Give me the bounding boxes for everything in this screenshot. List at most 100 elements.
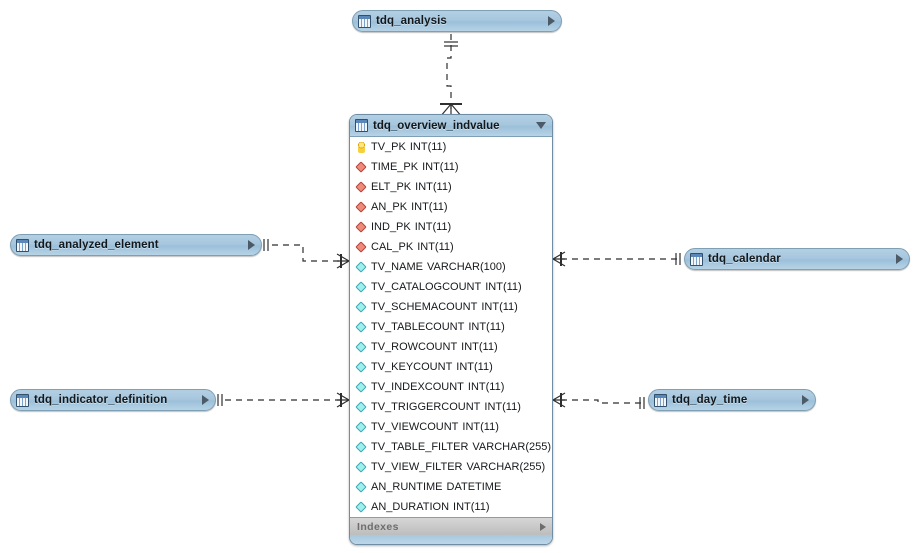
indexes-label: Indexes: [357, 520, 399, 533]
column-diamond-icon: [356, 282, 367, 293]
column-label: TV_VIEW_FILTER: [371, 461, 463, 473]
table-node-tdq-indicator-definition[interactable]: tdq_indicator_definition: [10, 389, 216, 411]
key-icon: [356, 141, 367, 153]
chevron-right-icon[interactable]: [248, 240, 255, 250]
foreign-key-diamond-icon: [356, 162, 367, 173]
column-type: INT(11): [462, 421, 499, 433]
chevron-right-icon[interactable]: [202, 395, 209, 405]
relation-overview-daytime: [552, 392, 645, 409]
table-title: tdq_analysis: [376, 15, 447, 27]
column-type: INT(11): [453, 501, 490, 513]
column-diamond-icon: [356, 322, 367, 333]
column-label: TV_SCHEMACOUNT: [371, 301, 478, 313]
chevron-right-icon[interactable]: [802, 395, 809, 405]
column-type: INT(11): [468, 321, 505, 333]
table-icon: [654, 393, 667, 407]
chevron-right-icon[interactable]: [896, 254, 903, 264]
column-type: INT(11): [411, 201, 448, 213]
column-type: VARCHAR(100): [426, 261, 506, 273]
column-label: TIME_PK: [371, 161, 419, 173]
chevron-right-icon[interactable]: [548, 16, 555, 26]
column-label: TV_INDEXCOUNT: [371, 381, 464, 393]
column-label: CAL_PK: [371, 241, 414, 253]
table-icon: [16, 393, 29, 407]
column-label: AN_PK: [371, 201, 408, 213]
column-label: TV_NAME: [371, 261, 423, 273]
column-type: INT(11): [481, 301, 518, 313]
table-node-tdq-calendar[interactable]: tdq_calendar: [684, 248, 910, 270]
table-header[interactable]: tdq_overview_indvalue: [350, 115, 552, 137]
column-type: INT(11): [409, 141, 447, 153]
column-label: TV_PK: [371, 141, 406, 153]
relation-indicator-definition-overview: [217, 392, 350, 408]
column-label: IND_PK: [371, 221, 411, 233]
column-type: VARCHAR(255): [466, 461, 546, 473]
foreign-key-diamond-icon: [356, 242, 367, 253]
relation-analysis-overview: [439, 34, 463, 118]
column-label: TV_CATALOGCOUNT: [371, 281, 482, 293]
column-label: ELT_PK: [371, 181, 412, 193]
column-diamond-icon: [356, 362, 367, 373]
table-node-tdq-analyzed-element[interactable]: tdq_analyzed_element: [10, 234, 262, 256]
column-type: INT(11): [417, 241, 454, 253]
column-label: TV_TABLECOUNT: [371, 321, 465, 333]
column-label: TV_VIEWCOUNT: [371, 421, 459, 433]
column-type: VARCHAR(255): [472, 441, 552, 453]
table-icon: [16, 238, 29, 252]
table-icon: [358, 14, 371, 28]
table-title: tdq_calendar: [708, 253, 781, 265]
table-node-tdq-analysis[interactable]: tdq_analysis: [352, 10, 562, 32]
column-type: INT(11): [456, 361, 493, 373]
table-title: tdq_overview_indvalue: [373, 119, 500, 132]
table-footer: [350, 535, 552, 544]
column-diamond-icon: [356, 442, 367, 453]
column-diamond-icon: [356, 302, 367, 313]
column-diamond-icon: [356, 502, 367, 513]
column-diamond-icon: [356, 262, 367, 273]
column-type: INT(11): [422, 161, 459, 173]
foreign-key-diamond-icon: [356, 202, 367, 213]
table-icon: [355, 119, 368, 132]
column-type: INT(11): [414, 221, 452, 233]
relation-analyzed-element-overview: [263, 239, 350, 269]
relation-overview-calendar: [552, 251, 681, 267]
column-diamond-icon: [356, 382, 367, 393]
column-diamond-icon: [356, 342, 367, 353]
table-title: tdq_analyzed_element: [34, 239, 159, 251]
foreign-key-diamond-icon: [356, 222, 367, 233]
column-diamond-icon: [356, 422, 367, 433]
chevron-down-icon[interactable]: [536, 122, 546, 129]
column-type: INT(11): [415, 181, 452, 193]
table-node-tdq-day-time[interactable]: tdq_day_time: [648, 389, 816, 411]
column-label: TV_TRIGGERCOUNT: [371, 401, 481, 413]
chevron-right-icon[interactable]: [540, 522, 546, 531]
table-icon: [690, 252, 703, 266]
column-diamond-icon: [356, 462, 367, 473]
indexes-section[interactable]: Indexes: [350, 517, 552, 535]
column-type: INT(11): [461, 341, 498, 353]
column-label: TV_KEYCOUNT: [371, 361, 453, 373]
table-title: tdq_day_time: [672, 394, 748, 406]
